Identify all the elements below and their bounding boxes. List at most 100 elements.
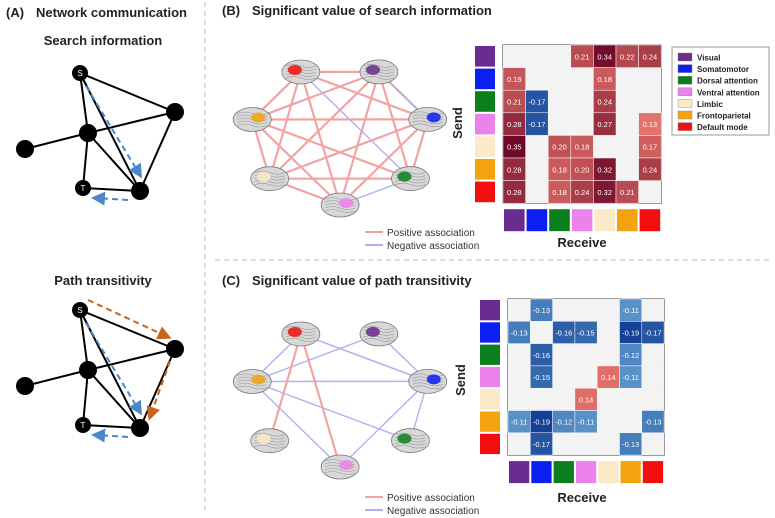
- graph-node: [72, 65, 88, 81]
- heatmap-cell-label: -0.17: [533, 440, 550, 449]
- heatmap-cell: [548, 112, 571, 136]
- heatmap-cell-label: -0.13: [622, 440, 639, 449]
- heatmap-cell: [548, 67, 571, 91]
- heatmap-cell: [641, 432, 665, 456]
- heatmap-cell-label: 0.17: [643, 143, 658, 152]
- heatmap-cell-label: -0.12: [555, 418, 572, 427]
- network-edge: [251, 381, 341, 468]
- heatmap-cell-label: 0.18: [552, 188, 567, 197]
- heatmap-cell-label: -0.15: [577, 328, 594, 337]
- path-arrow-blue-1: [85, 322, 143, 416]
- heatmap-cell-label: 0.28: [507, 120, 522, 129]
- receive-colorbar-5: [617, 209, 638, 232]
- graph-node: [79, 361, 97, 379]
- network-edge: [300, 333, 428, 382]
- heatmap-cell: [597, 321, 620, 344]
- heatmap-cell: [638, 67, 662, 91]
- heatmap-cell: [552, 299, 575, 322]
- heatmap-cell-label: 0.19: [507, 75, 522, 84]
- heatmap-cell: [574, 365, 598, 389]
- receive-colorbar-6: [639, 209, 661, 232]
- heatmap-cell: [616, 112, 639, 136]
- heatmap-cell: [508, 388, 531, 411]
- send-colorbar-6: [475, 181, 495, 203]
- heatmap-cell: [525, 67, 549, 91]
- heatmap-cell-label: 0.14: [601, 373, 616, 382]
- heatmap-cell-label: 0.32: [597, 188, 612, 197]
- graph-node: [75, 180, 91, 196]
- heatmap-cell: [616, 90, 639, 113]
- node-t-label: T: [81, 421, 86, 430]
- graph-node: [72, 302, 88, 318]
- heatmap-cell: [552, 388, 575, 411]
- legend-b-positive-label: Positive association: [387, 228, 475, 239]
- legend-b: Positive association Negative associatio…: [365, 228, 479, 252]
- heatmap-cell: [641, 365, 665, 389]
- heatmap-cell: [508, 343, 531, 366]
- receive-colorbar-1: [531, 461, 552, 484]
- brain-icon-frontoparietal: [232, 107, 272, 132]
- graph-edge: [87, 111, 176, 134]
- network-edge: [300, 71, 411, 180]
- heatmap-cell-label: -0.15: [533, 373, 550, 382]
- heatmap-cell: [552, 365, 575, 389]
- graph-node: [166, 103, 184, 121]
- heatmap-c-receive-label: Receive: [557, 490, 606, 505]
- panel-c-title: Significant value of path transitivity: [252, 273, 472, 288]
- heatmap-cell: [525, 45, 549, 68]
- heatmap-cell: [525, 158, 549, 181]
- heatmap-cell: [619, 388, 642, 411]
- heatmap-cell-label: 0.21: [620, 188, 635, 197]
- legend-swatch-4: [677, 99, 693, 108]
- legend-label-2: Dorsal attention: [697, 77, 758, 86]
- network-edge: [339, 71, 381, 206]
- graph-edge: [82, 369, 89, 426]
- network-edge: [339, 118, 429, 206]
- heatmap-cell: [619, 410, 642, 433]
- heatmap-cell-label: -0.16: [533, 351, 550, 360]
- heatmap-cell: [570, 90, 594, 113]
- network-edge: [268, 333, 302, 442]
- receive-colorbar-5: [620, 461, 641, 484]
- heatmap-cell-label: -0.13: [644, 418, 661, 427]
- heatmap-cell: [530, 321, 553, 344]
- heatmap-cell: [641, 388, 665, 411]
- legend-label-6: Default mode: [697, 123, 748, 132]
- heatmap-cell-label: -0.17: [644, 328, 661, 337]
- send-colorbar-3: [480, 366, 500, 388]
- legend-c: Positive association Negative associatio…: [365, 493, 479, 517]
- receive-colorbar-3: [575, 461, 597, 484]
- legend-swatch-0: [677, 52, 693, 62]
- send-colorbar-6: [480, 433, 500, 455]
- legend-label-1: Somatomotor: [697, 65, 749, 74]
- brain-icon-visual: [359, 321, 399, 347]
- heatmap-cell-label: 0.18: [597, 75, 612, 84]
- network-edge: [299, 71, 342, 206]
- brain-icon-limbic: [250, 428, 290, 454]
- heatmap-cell: [552, 343, 575, 366]
- heatmap-cell: [641, 343, 665, 366]
- path-transitivity-graph: ST: [16, 299, 184, 443]
- heatmap-cell-label: 0.34: [597, 52, 612, 61]
- heatmap-cell: [641, 299, 665, 322]
- network-edge: [268, 71, 302, 180]
- legend-swatch-1: [677, 64, 693, 73]
- heatmap-cell-label: 0.13: [643, 120, 658, 129]
- panel-b-letter: (B): [222, 3, 240, 18]
- heatmap-cell-label: 0.21: [507, 98, 522, 107]
- heatmap-cell: [548, 45, 571, 68]
- network-edge: [299, 333, 342, 468]
- receive-colorbar-0: [504, 209, 525, 232]
- graph-node: [131, 182, 149, 200]
- receive-colorbar-0: [509, 461, 530, 484]
- legend-label-5: Frontoparietal: [697, 112, 751, 121]
- network-edge: [339, 380, 429, 468]
- legend-swatch-6: [677, 122, 693, 131]
- heatmap-cell: [508, 299, 531, 322]
- send-colorbar-5: [480, 411, 500, 432]
- panel-a-letter: (A): [6, 5, 24, 20]
- heatmap-cell: [570, 112, 594, 136]
- network-edge: [251, 118, 341, 206]
- send-colorbar-0: [475, 46, 495, 67]
